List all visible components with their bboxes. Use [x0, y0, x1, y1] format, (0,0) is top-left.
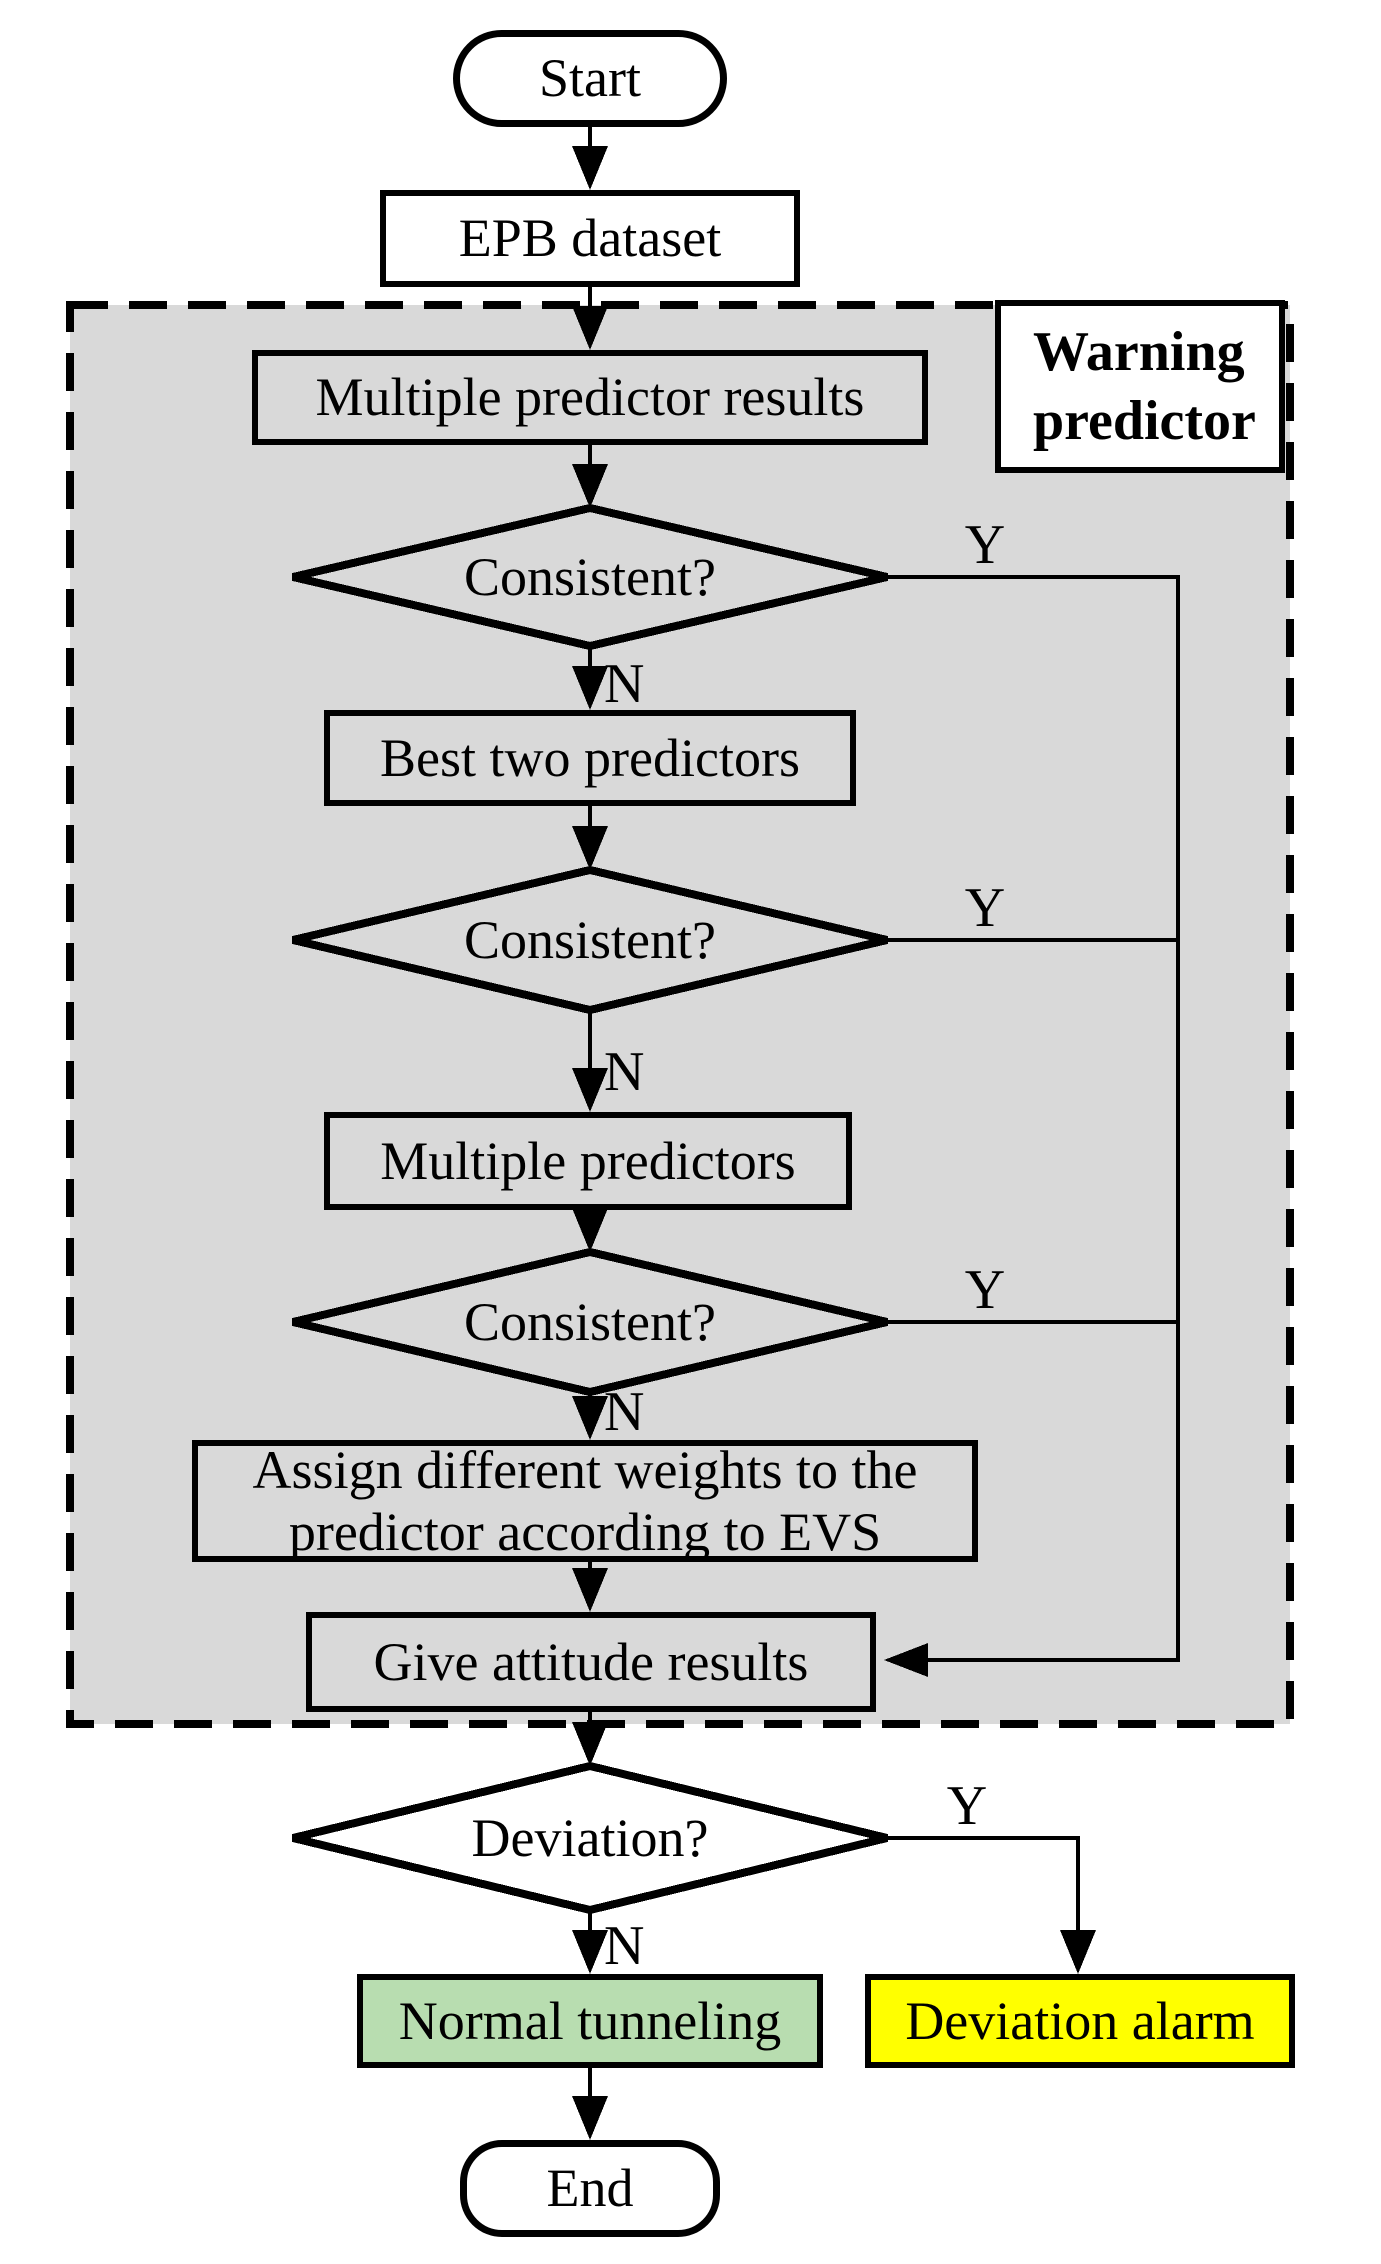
- arrow-give-deviation-head: [572, 1722, 608, 1766]
- arrow-mpr-consistent1-head: [572, 464, 608, 508]
- consistent-1-diamond: [292, 503, 888, 651]
- multiple-predictors-node: Multiple predictors: [324, 1112, 852, 1210]
- arrow-consistent3-assign-head: [572, 1396, 608, 1440]
- consistent-1-label: Consistent?: [464, 547, 716, 607]
- multiple-predictor-results-node: Multiple predictor results: [252, 350, 928, 445]
- end-label: End: [546, 2158, 634, 2219]
- give-attitude-results-node: Give attitude results: [306, 1612, 876, 1712]
- consistent-3-diamond: [292, 1247, 888, 1397]
- warning-predictor-label-box: Warning predictor: [995, 300, 1285, 473]
- arrow-consistent1-best-head: [572, 666, 608, 710]
- arrow-start-epb-head: [572, 146, 608, 190]
- arrow-best-consistent2-head: [572, 826, 608, 870]
- deviation-alarm-node: Deviation alarm: [865, 1974, 1295, 2068]
- consistent-2-text: Consistent?: [340, 904, 840, 976]
- consistent-3-label: Consistent?: [464, 1292, 716, 1352]
- consistent-2-label: Consistent?: [464, 910, 716, 970]
- epb-dataset-node: EPB dataset: [380, 190, 800, 287]
- consistent-3-no-label: N: [604, 1381, 645, 1443]
- arrow-deviation-alarm-head: [1060, 1930, 1096, 1974]
- consistent-2-diamond: [292, 865, 888, 1015]
- consistent-3-text: Consistent?: [340, 1286, 840, 1358]
- consistent-2-no-label: N: [604, 1041, 645, 1103]
- deviation-yes-label: Y: [946, 1775, 988, 1837]
- deviation-alarm-label: Deviation alarm: [905, 1990, 1255, 2051]
- consistent-1-no-label: N: [604, 653, 645, 715]
- epb-dataset-label: EPB dataset: [458, 208, 722, 269]
- consistent-1-yes-label: Y: [964, 514, 1006, 576]
- start-node: Start: [453, 30, 727, 127]
- best-two-predictors-node: Best two predictors: [324, 710, 856, 806]
- arrow-assign-give-head: [572, 1568, 608, 1612]
- arrow-epb-mpr-head: [572, 306, 608, 350]
- arrow-mp-consistent3-head: [572, 1208, 608, 1252]
- normal-tunneling-label: Normal tunneling: [398, 1990, 782, 2051]
- collector-into-give-head: [884, 1643, 928, 1677]
- deviation-text: Deviation?: [340, 1802, 840, 1874]
- deviation-no-label: N: [604, 1915, 645, 1977]
- multiple-predictors-label: Multiple predictors: [380, 1130, 796, 1191]
- assign-weights-label: Assign different weights to the predicto…: [252, 1439, 918, 1562]
- consistent-1-text: Consistent?: [340, 541, 840, 613]
- assign-weights-node: Assign different weights to the predicto…: [192, 1440, 978, 1562]
- best-two-predictors-label: Best two predictors: [380, 727, 800, 788]
- arrow-normal-end-head: [572, 2096, 608, 2140]
- give-attitude-results-label: Give attitude results: [373, 1631, 809, 1692]
- consistent-3-yes-label: Y: [964, 1259, 1006, 1321]
- end-node: End: [460, 2140, 720, 2237]
- multiple-predictor-results-label: Multiple predictor results: [315, 367, 865, 428]
- deviation-label: Deviation?: [471, 1808, 709, 1868]
- consistent-2-yes-label: Y: [964, 877, 1006, 939]
- deviation-diamond: [292, 1761, 888, 1915]
- arrow-deviation-normal-head: [572, 1930, 608, 1974]
- start-label: Start: [539, 48, 641, 109]
- warning-predictor-label: Warning predictor: [1033, 321, 1256, 452]
- normal-tunneling-node: Normal tunneling: [357, 1974, 823, 2068]
- arrow-consistent2-mp-head: [572, 1068, 608, 1112]
